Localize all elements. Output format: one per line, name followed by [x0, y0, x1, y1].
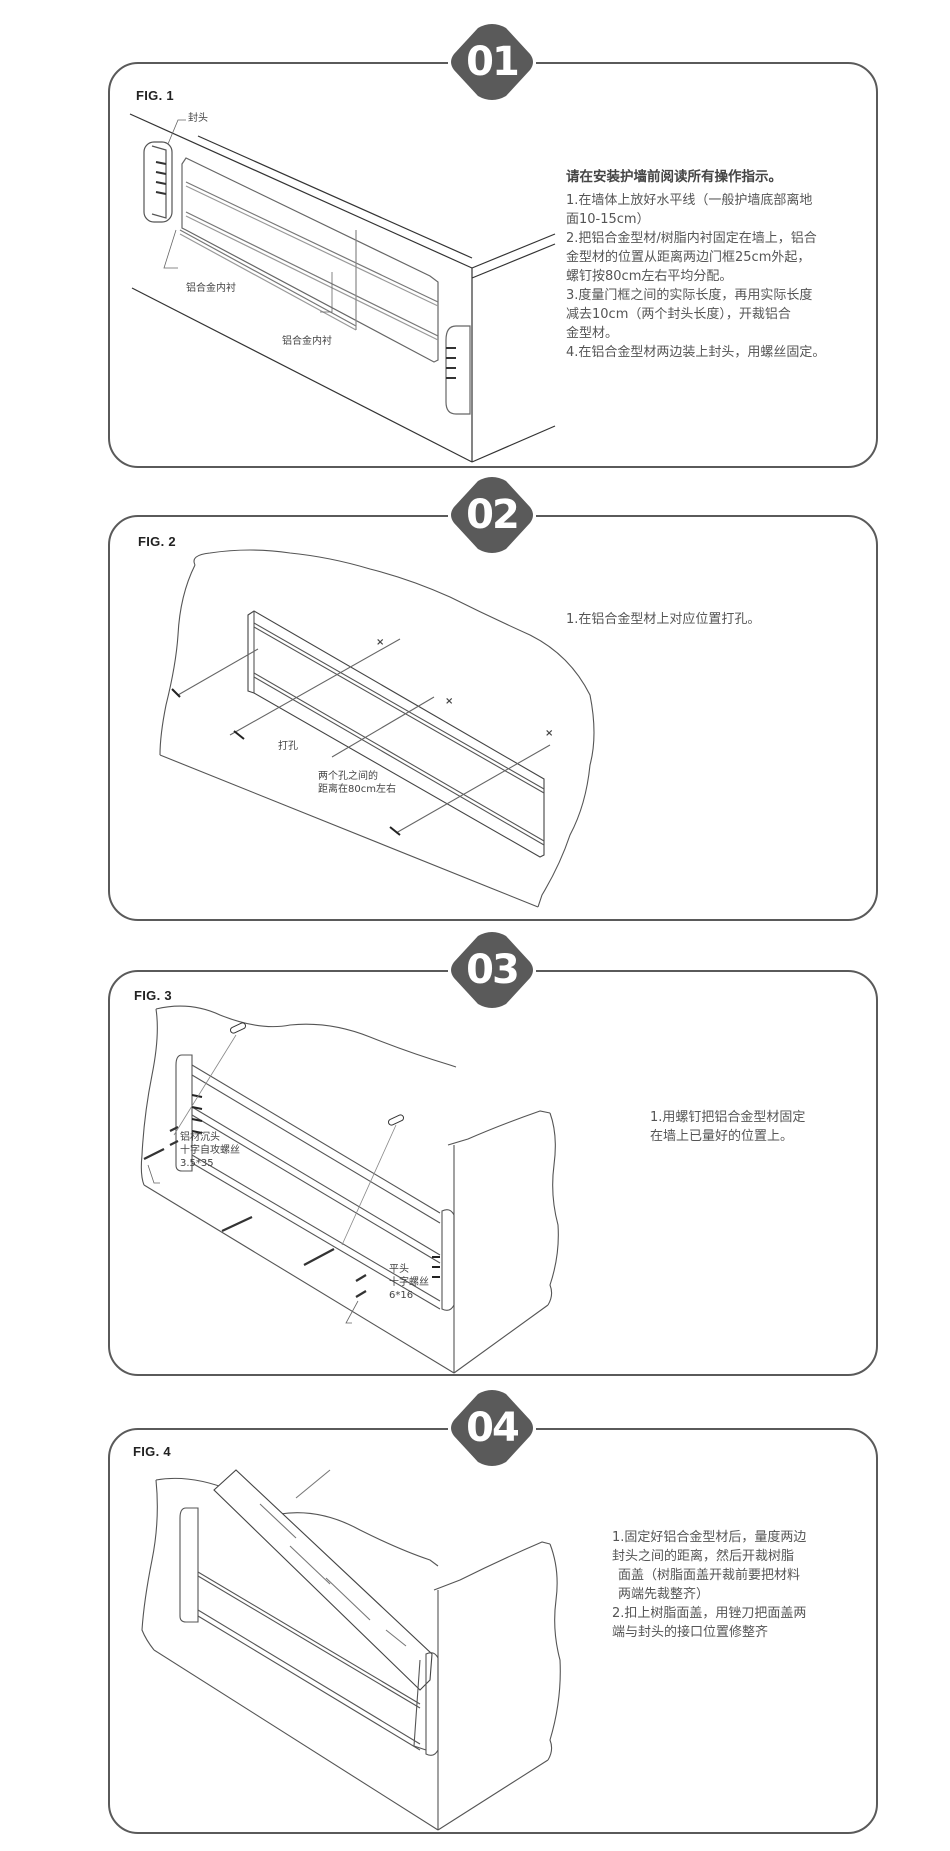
step-2-badge: 02 — [448, 477, 536, 553]
step-1-instructions: 请在安装护墙前阅读所有操作指示。 1.在墙体上放好水平线（一般护墙底部离地 面1… — [566, 168, 866, 362]
badge-shape-icon — [451, 1390, 533, 1466]
figure-label: FIG. 4 — [133, 1444, 171, 1459]
callout-line: 两个孔之间的 — [318, 771, 378, 782]
callout-line: 3.5*35 — [180, 1158, 214, 1169]
instruction-line: 2.把铝合金型材/树脂内衬固定在墙上，铝合 — [566, 231, 817, 246]
figure-1-illustration — [129, 113, 556, 463]
figure-label: FIG. 1 — [136, 88, 174, 103]
step-number: 04 — [466, 1405, 520, 1451]
callout-drill-hole: 打孔 — [278, 741, 298, 752]
badge-shape-icon — [451, 932, 533, 1008]
instruction-line: 两端先裁整齐） — [618, 1587, 710, 1602]
callout-flat-head-screw: 平头 十字螺丝 6*16 — [389, 1263, 429, 1302]
step-number: 03 — [466, 947, 520, 993]
step-4-badge: 04 — [448, 1390, 536, 1466]
step-3-instructions: 1.用螺钉把铝合金型材固定 在墙上已量好的位置上。 — [650, 1108, 870, 1146]
instruction-line: 面盖（树脂面盖开裁前要把材料 — [618, 1568, 801, 1583]
step-3-panel — [108, 970, 878, 1376]
instruction-item: 3.度量门框之间的实际长度，再用实际长度 减去10cm（两个封头长度），开裁铝合… — [566, 286, 866, 343]
instruction-item: 2.扣上树脂面盖，用锉刀把面盖两 端与封头的接口位置修整齐 — [612, 1604, 862, 1642]
callout-line: 平头 — [389, 1264, 409, 1275]
callout-line: 距离在80cm左右 — [318, 784, 396, 795]
instruction-line: 1.用螺钉把铝合金型材固定 — [650, 1110, 806, 1125]
figure-label: FIG. 3 — [134, 988, 172, 1003]
callout-aluminum-liner-left: 铝合金内衬 — [186, 283, 236, 294]
instruction-item: 4.在铝合金型材两边装上封头，用螺丝固定。 — [566, 343, 866, 362]
instruction-line: 面10-15cm） — [566, 212, 650, 227]
step-1-badge: 01 — [448, 24, 536, 100]
instruction-line: 2.扣上树脂面盖，用锉刀把面盖两 — [612, 1606, 807, 1621]
step-number: 02 — [466, 492, 520, 538]
instruction-line: 在墙上已量好的位置上。 — [650, 1129, 794, 1144]
instruction-item: 1.在墙体上放好水平线（一般护墙底部离地 面10-15cm） — [566, 191, 866, 229]
instruction-line: 减去10cm（两个封头长度），开裁铝合 — [566, 307, 791, 322]
callout-end-cap: 封头 — [188, 113, 208, 124]
instruction-item: 1.固定好铝合金型材后，量度两边 封头之间的距离，然后开裁树脂 面盖（树脂面盖开… — [612, 1528, 862, 1604]
instruction-line: 端与封头的接口位置修整齐 — [612, 1625, 769, 1640]
instruction-line: 封头之间的距离，然后开裁树脂 — [612, 1549, 795, 1564]
callout-line: 铝材沉头 — [180, 1132, 220, 1143]
instructions-heading: 请在安装护墙前阅读所有操作指示。 — [566, 169, 782, 185]
figure-label: FIG. 2 — [138, 534, 176, 549]
badge-shape-icon — [451, 24, 533, 100]
figure-2-illustration — [159, 549, 595, 908]
callout-countersunk-screw: 铝材沉头 十字自攻螺丝 3.5*35 — [180, 1131, 240, 1170]
hole-mark: × — [445, 696, 454, 707]
step-3-badge: 03 — [448, 932, 536, 1008]
instruction-line: 螺钉按80cm左右平均分配。 — [566, 269, 733, 284]
callout-line: 十字自攻螺丝 — [180, 1145, 240, 1156]
step-2-panel — [108, 515, 878, 921]
figure-4-illustration — [141, 1469, 561, 1831]
instruction-line: 1.在铝合金型材上对应位置打孔。 — [566, 612, 761, 627]
callout-line: 6*16 — [389, 1290, 414, 1301]
callout-line: 十字螺丝 — [389, 1277, 429, 1288]
step-2-instructions: 1.在铝合金型材上对应位置打孔。 — [566, 610, 866, 629]
callout-aluminum-liner-right: 铝合金内衬 — [282, 336, 332, 347]
instruction-line: 1.固定好铝合金型材后，量度两边 — [612, 1530, 807, 1545]
instruction-line: 金型材的位置从距离两边门框25cm外起， — [566, 250, 811, 265]
figure-3-illustration — [140, 1005, 559, 1374]
callout-hole-spacing: 两个孔之间的 距离在80cm左右 — [318, 770, 396, 796]
instruction-line: 4.在铝合金型材两边装上封头，用螺丝固定。 — [566, 345, 826, 360]
instruction-item: 1.在铝合金型材上对应位置打孔。 — [566, 610, 866, 629]
hole-mark: × — [545, 728, 554, 739]
step-4-instructions: 1.固定好铝合金型材后，量度两边 封头之间的距离，然后开裁树脂 面盖（树脂面盖开… — [612, 1528, 862, 1642]
instruction-line: 金型材。 — [566, 326, 619, 341]
badge-shape-icon — [451, 477, 533, 553]
step-number: 01 — [466, 39, 520, 85]
hole-mark: × — [376, 637, 385, 648]
instruction-item: 1.用螺钉把铝合金型材固定 在墙上已量好的位置上。 — [650, 1108, 870, 1146]
instruction-line: 1.在墙体上放好水平线（一般护墙底部离地 — [566, 193, 813, 208]
instruction-line: 3.度量门框之间的实际长度，再用实际长度 — [566, 288, 813, 303]
instruction-item: 2.把铝合金型材/树脂内衬固定在墙上，铝合 金型材的位置从距离两边门框25cm外… — [566, 229, 866, 286]
